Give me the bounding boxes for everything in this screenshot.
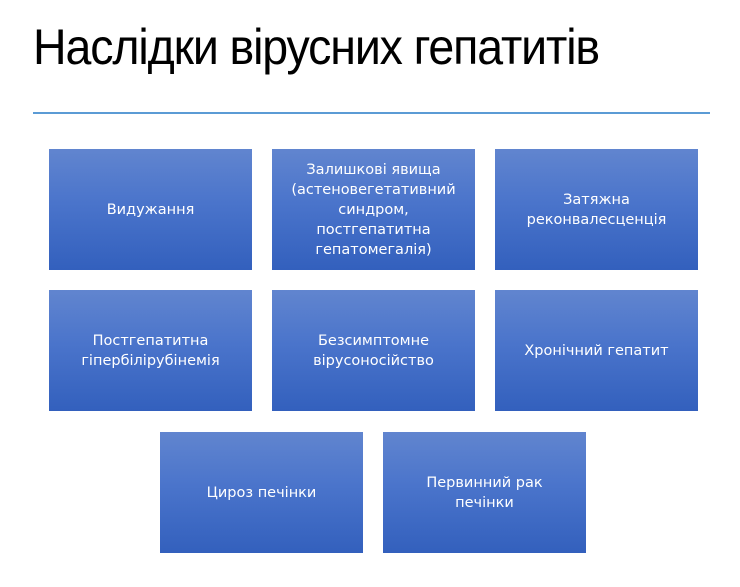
outcome-box-chronic-hepatitis: Хронічний гепатит bbox=[495, 290, 698, 411]
outcome-box-liver-cancer: Первинний рак печінки bbox=[383, 432, 586, 553]
slide-title: Наслідки вірусних гепатитів bbox=[33, 19, 600, 75]
outcome-box-hyperbilirubinemia: Постгепатитна гіпербілірубінемія bbox=[49, 290, 252, 411]
outcome-box-asymptomatic-carrier: Безсимптомне вірусоносійство bbox=[272, 290, 475, 411]
outcome-box-prolonged-convalescence: Затяжна реконвалесценція bbox=[495, 149, 698, 270]
outcome-box-cirrhosis: Цироз печінки bbox=[160, 432, 363, 553]
outcome-box-recovery: Видужання bbox=[49, 149, 252, 270]
outcome-box-residual-effects: Залишкові явища (астеновегетативний синд… bbox=[272, 149, 475, 270]
title-divider bbox=[33, 112, 710, 114]
